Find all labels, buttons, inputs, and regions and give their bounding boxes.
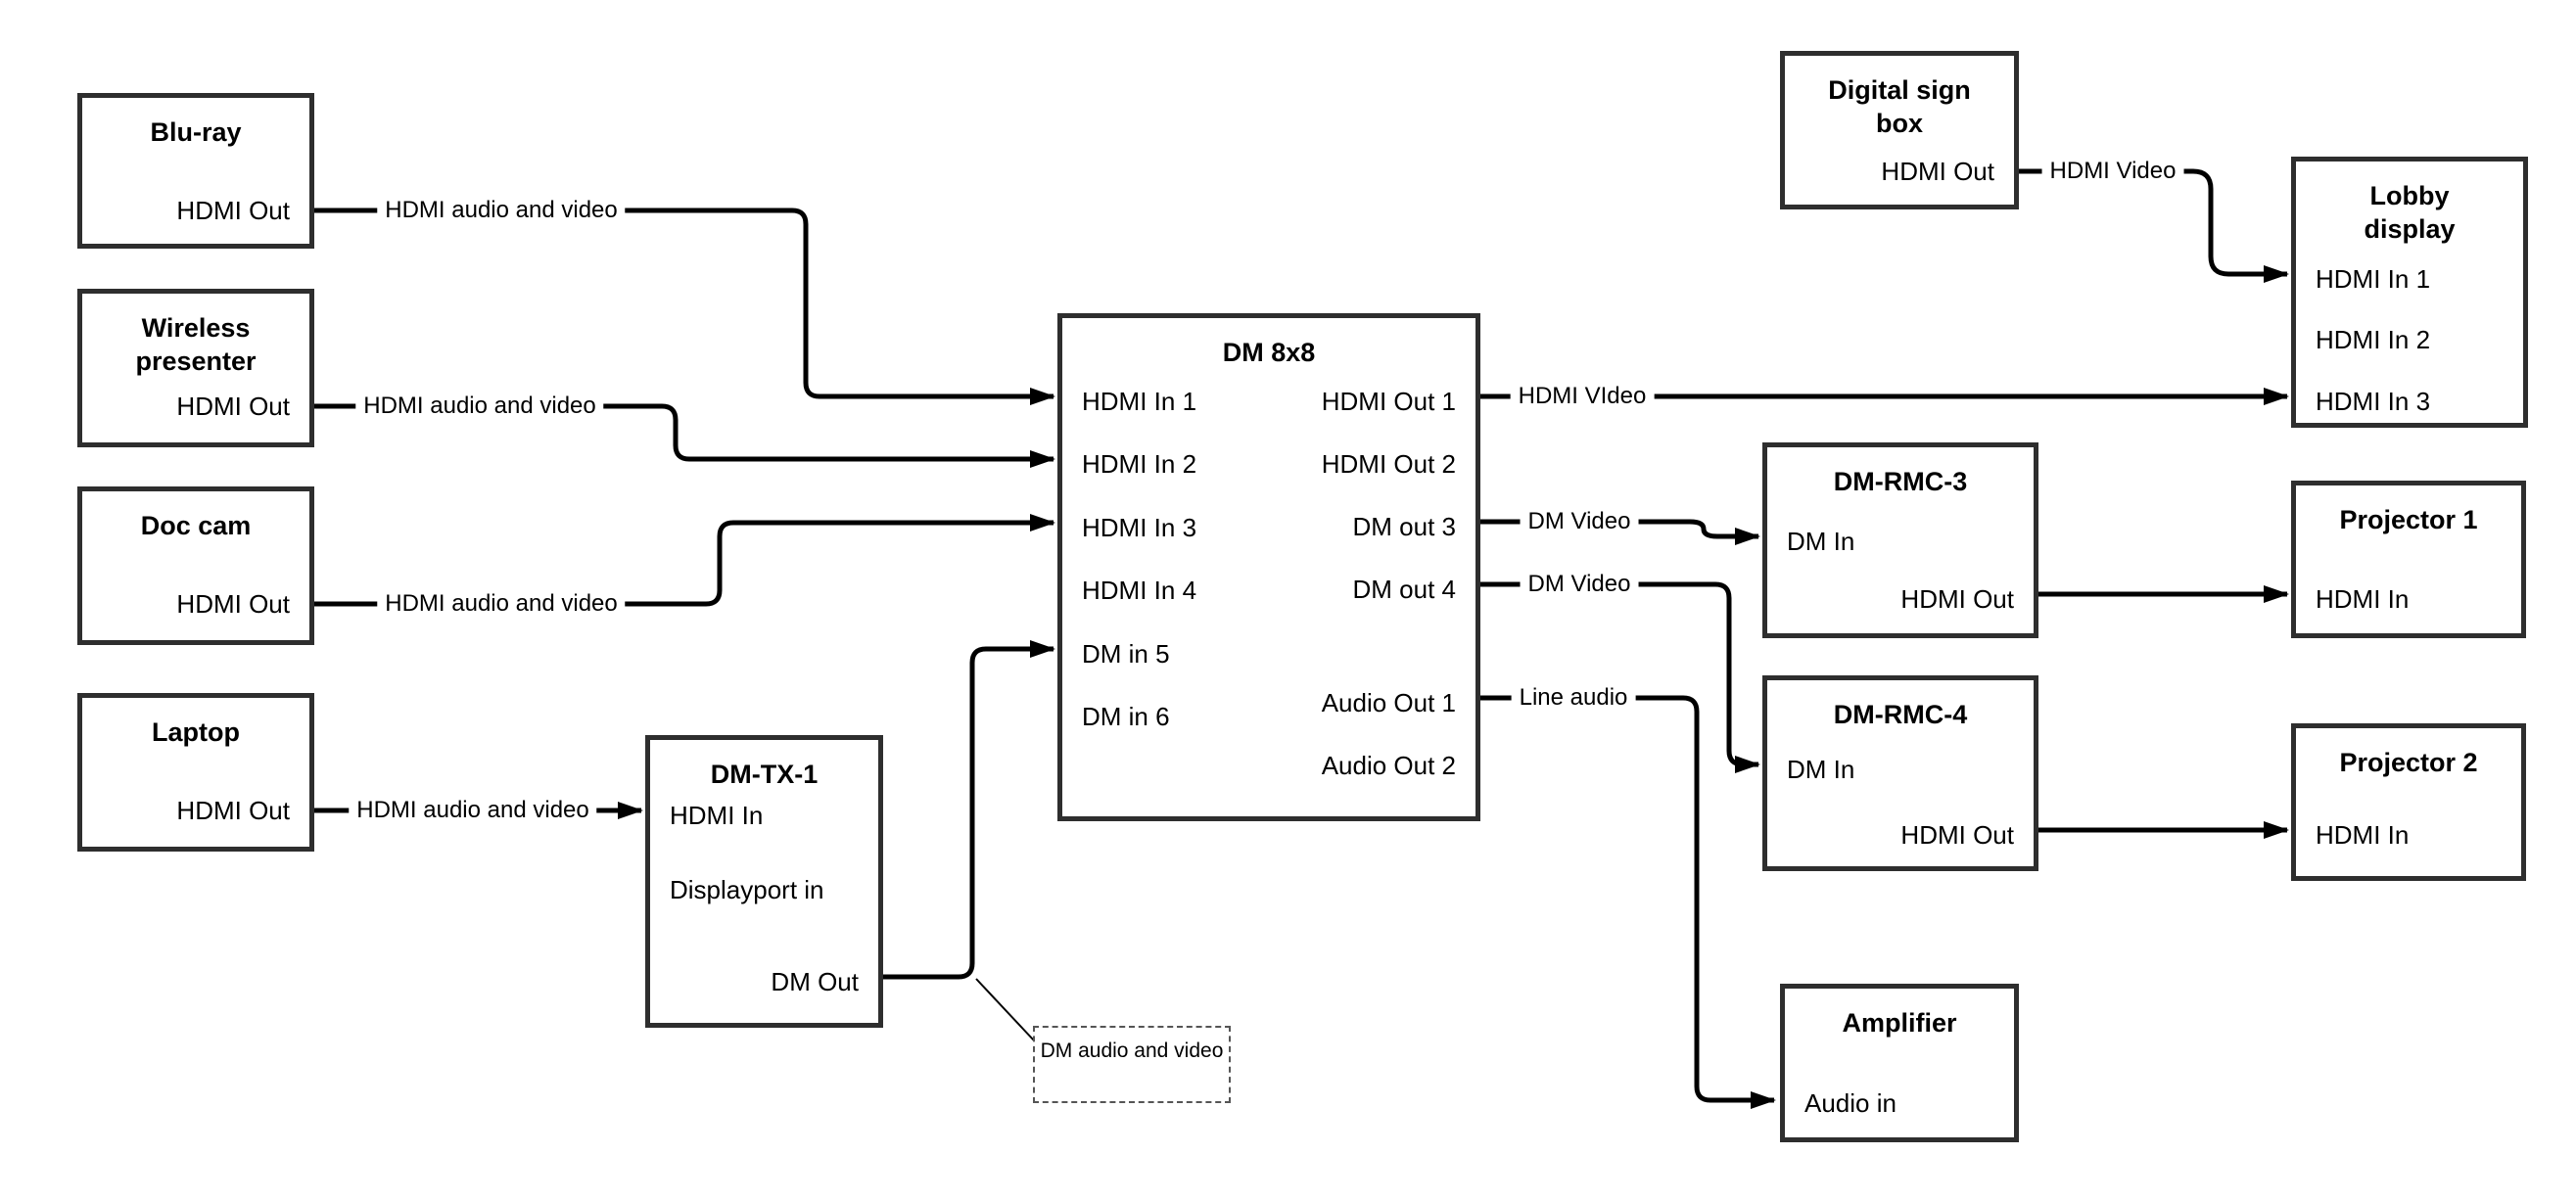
port-hdmi-in: HDMI In (670, 801, 764, 830)
node-title: DM-RMC-4 (1833, 700, 1968, 729)
node-dm-tx-1: DM-TX-1 HDMI In Displayport in DM Out (645, 735, 883, 1028)
node-title: Projector 2 (2339, 748, 2478, 777)
port-dm-in-6: DM in 6 (1082, 702, 1170, 731)
port-hdmi-out: HDMI Out (1881, 157, 1994, 186)
node-title: Doc cam (140, 511, 252, 540)
wire-dm8x8-out4-to-dmrmc4 (1480, 581, 1760, 773)
cable-label-hdmi-video-out1: HDMI VIdeo (1510, 382, 1655, 411)
node-title: Blu-ray (150, 117, 242, 147)
node-wireless-presenter: Wireless presenter HDMI Out (77, 289, 314, 447)
wire-bluray-to-dm8x8-in1 (314, 208, 1055, 405)
node-title: Laptop (152, 717, 240, 747)
node-projector-2: Projector 2 HDMI In (2291, 723, 2526, 881)
node-title: Wireless presenter (135, 313, 257, 376)
port-hdmi-out: HDMI Out (176, 196, 290, 225)
node-bluray: Blu-ray HDMI Out (77, 93, 314, 249)
cable-label-wireless: HDMI audio and video (355, 392, 604, 421)
node-title: DM-RMC-3 (1833, 467, 1968, 496)
port-hdmi-in-1: HDMI In 1 (2316, 264, 2431, 294)
wire-dm8x8-audio1-to-amplifier (1480, 695, 1776, 1109)
port-hdmi-out-1: HDMI Out 1 (1321, 387, 1456, 416)
node-title: Projector 1 (2339, 505, 2478, 534)
node-lobby-display: Lobby display HDMI In 1 HDMI In 2 HDMI I… (2291, 157, 2528, 428)
port-dm-in: DM In (1787, 527, 1855, 556)
node-laptop: Laptop HDMI Out (77, 693, 314, 852)
port-hdmi-in-3: HDMI In 3 (1082, 513, 1197, 542)
port-displayport-in: Displayport in (670, 875, 824, 904)
port-audio-out-2: Audio Out 2 (1321, 751, 1456, 780)
cable-label-line-audio: Line audio (1511, 683, 1636, 713)
wire-dmtx1-to-dm8x8-in5 (883, 640, 1055, 980)
node-title: Amplifier (1842, 1008, 1957, 1038)
cable-label-doccam: HDMI audio and video (377, 589, 626, 619)
node-title: DM-TX-1 (710, 760, 819, 789)
wire-doccam-to-dm8x8-in3 (314, 514, 1055, 607)
port-hdmi-out-2: HDMI Out 2 (1321, 449, 1456, 479)
port-dm-out-3: DM out 3 (1352, 512, 1457, 541)
annotation-leader-line (975, 978, 1035, 1041)
annotation-dm-audio-video: DM audio and video (1033, 1026, 1231, 1103)
port-audio-in: Audio in (1804, 1088, 1897, 1118)
port-audio-out-1: Audio Out 1 (1321, 688, 1456, 717)
port-hdmi-in-1: HDMI In 1 (1082, 387, 1197, 416)
port-dm-out: DM Out (771, 967, 859, 996)
node-projector-1: Projector 1 HDMI In (2291, 481, 2526, 638)
port-hdmi-in: HDMI In (2316, 584, 2410, 614)
port-hdmi-out: HDMI Out (176, 392, 290, 421)
port-dm-in: DM In (1787, 755, 1855, 784)
port-dm-in-5: DM in 5 (1082, 639, 1170, 669)
port-hdmi-in-3: HDMI In 3 (2316, 387, 2431, 416)
node-digital-sign-box: Digital sign box HDMI Out (1780, 51, 2019, 209)
node-title: Digital sign box (1828, 75, 1971, 138)
node-dm-8x8: DM 8x8 HDMI In 1 HDMI In 2 HDMI In 3 HDM… (1057, 313, 1480, 821)
port-hdmi-out: HDMI Out (1900, 584, 2014, 614)
port-hdmi-in-2: HDMI In 2 (1082, 449, 1197, 479)
node-title: Lobby display (2364, 181, 2456, 244)
port-hdmi-out: HDMI Out (176, 589, 290, 619)
cable-label-dm-video-out4: DM Video (1520, 570, 1639, 599)
port-hdmi-out: HDMI Out (1900, 820, 2014, 850)
wire-dm8x8-out3-to-dmrmc3 (1480, 519, 1760, 545)
port-hdmi-in-4: HDMI In 4 (1082, 576, 1197, 605)
cable-label-bluray: HDMI audio and video (377, 196, 626, 225)
port-hdmi-in: HDMI In (2316, 820, 2410, 850)
port-hdmi-in-2: HDMI In 2 (2316, 325, 2431, 354)
node-title: DM 8x8 (1222, 338, 1316, 367)
wire-digitalsign-to-lobby-in1 (2019, 168, 2289, 283)
wire-wireless-to-dm8x8-in2 (314, 403, 1055, 468)
port-dm-out-4: DM out 4 (1352, 575, 1457, 604)
node-amplifier: Amplifier Audio in (1780, 984, 2019, 1142)
cable-label-laptop: HDMI audio and video (349, 796, 597, 825)
port-hdmi-out: HDMI Out (176, 796, 290, 825)
cable-label-dm-video-out3: DM Video (1520, 507, 1639, 536)
node-doc-cam: Doc cam HDMI Out (77, 486, 314, 645)
cable-label-digital-sign: HDMI Video (2041, 157, 2184, 186)
node-dm-rmc-3: DM-RMC-3 DM In HDMI Out (1762, 442, 2038, 638)
node-dm-rmc-4: DM-RMC-4 DM In HDMI Out (1762, 675, 2038, 871)
